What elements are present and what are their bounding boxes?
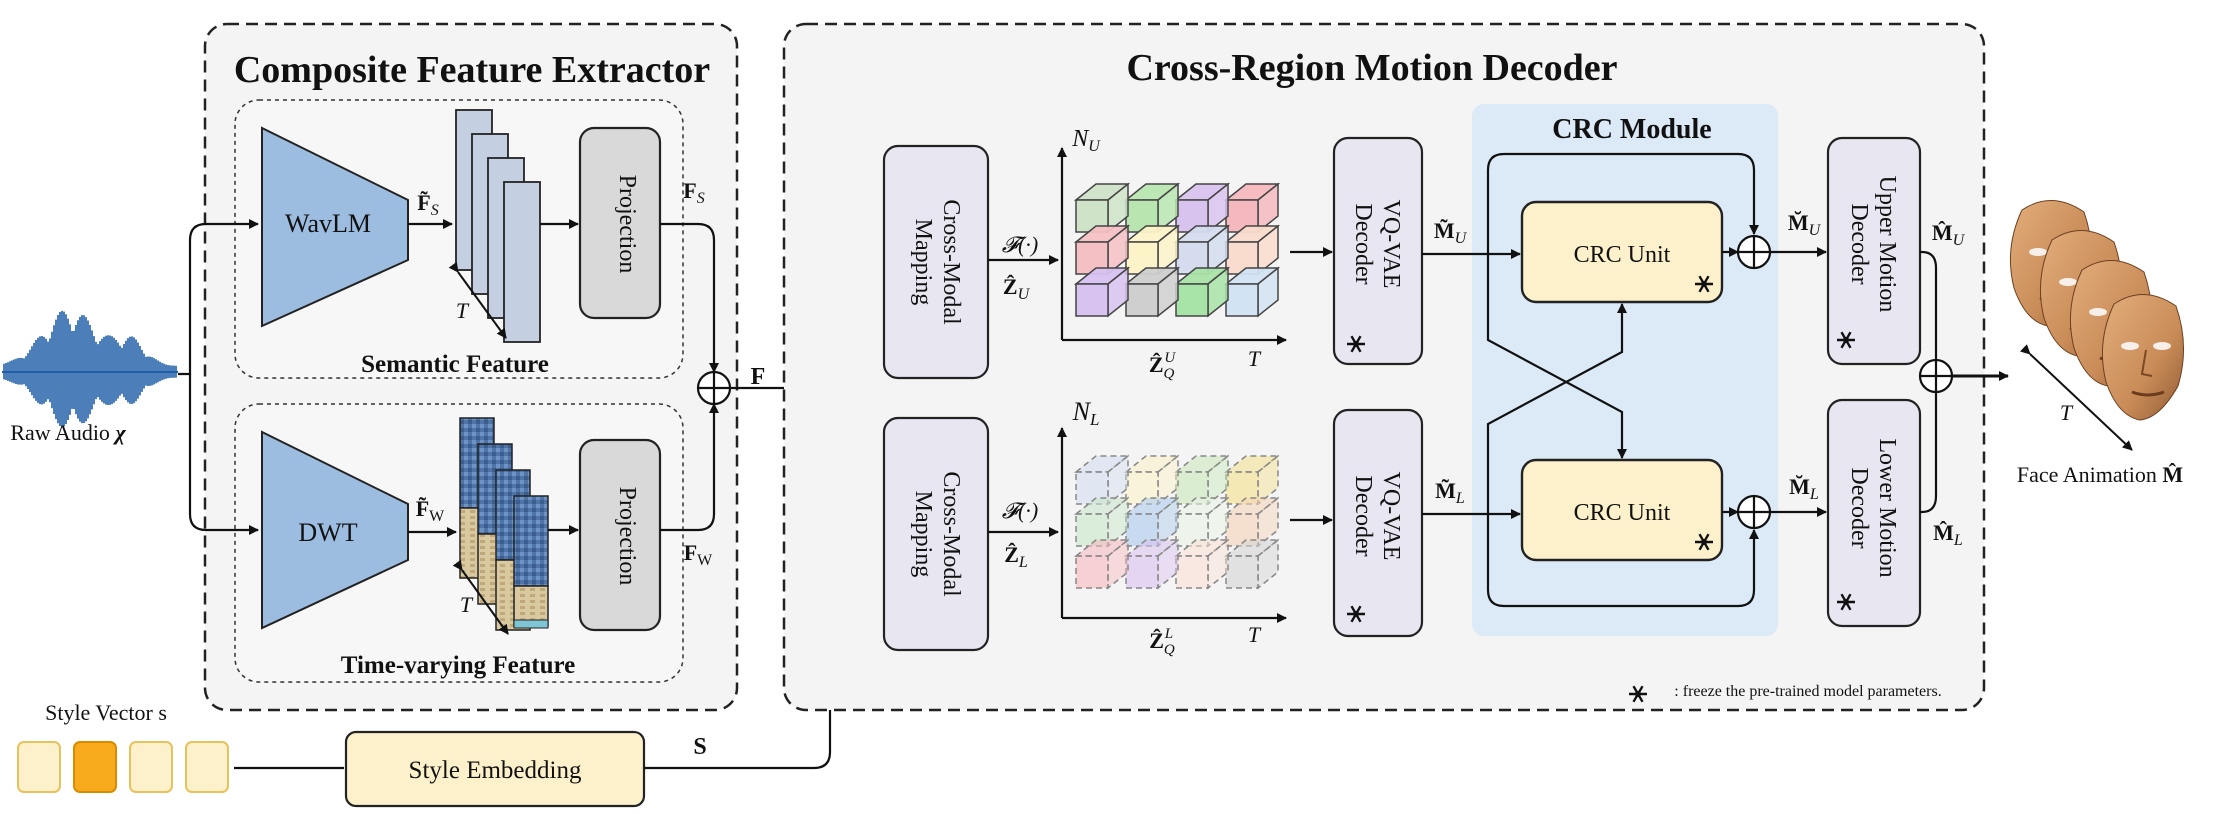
- composite-title: Composite Feature Extractor: [234, 49, 710, 91]
- fw-label: FW: [684, 540, 713, 569]
- codebook-cube: [1223, 538, 1281, 590]
- style-cell: [185, 741, 229, 793]
- style-cell: [129, 741, 173, 793]
- f-dot-lower: 𝓕(·): [1002, 498, 1038, 523]
- cross-modal-label: Cross-ModalMapping: [910, 471, 964, 597]
- zl-label: ẐL: [1004, 542, 1028, 571]
- snowflake-icon: [1837, 331, 1855, 349]
- t-label: T: [2060, 400, 2074, 425]
- fs-label: FS: [683, 178, 704, 207]
- style-vector-label: Style Vector s: [45, 700, 167, 725]
- zu-label: ẐU: [1003, 274, 1031, 303]
- ml-check-label: M̆L: [1789, 474, 1819, 503]
- raw-audio-waveform: [2, 310, 178, 428]
- feature-slab: [503, 181, 541, 343]
- zqu-label: ẐQU: [1149, 350, 1177, 382]
- upper-motion-decoder: [1826, 136, 1922, 366]
- projection-label: Projection: [614, 175, 640, 274]
- crc-unit-label: CRC Unit: [1574, 242, 1671, 268]
- output-sum-node: [1918, 358, 1954, 394]
- mu-check-label: M̆U: [1788, 210, 1822, 239]
- nl-label: NL: [1072, 397, 1100, 429]
- style-cell-active: [73, 741, 117, 793]
- t-axis-arrow: [448, 261, 507, 339]
- codebook-grid-lower: [1073, 454, 1281, 590]
- t-label: T: [456, 298, 470, 323]
- feature-sum-node: [696, 370, 732, 406]
- decoder-title: Cross-Region Motion Decoder: [1126, 47, 1617, 89]
- vqvae-decoder-upper: [1332, 136, 1424, 366]
- timevarying-feature-label: Time-varying Feature: [341, 652, 575, 679]
- dwt-label: DWT: [298, 518, 357, 547]
- crc-sum-node-lower: [1736, 494, 1772, 530]
- snowflake-icon: [1347, 605, 1365, 623]
- t-label: T: [460, 592, 474, 617]
- t-label: T: [1248, 346, 1262, 371]
- codebook-cube: [1123, 538, 1181, 590]
- fw-tilde-label: F̃W: [416, 496, 445, 525]
- vqvae-label: VQ-VAEDecoder: [1350, 200, 1404, 289]
- mu-tilde-label: M̃U: [1434, 218, 1468, 247]
- cross-modal-mapping-lower: [882, 416, 990, 652]
- style-vector: [17, 741, 229, 793]
- cross-modal-mapping-upper: [882, 144, 990, 380]
- codebook-cube: [1223, 224, 1281, 276]
- t-axis-arrow: [2020, 344, 2133, 451]
- freeze-note: : freeze the pre-trained model parameter…: [1674, 683, 1941, 700]
- t-axis-arrow: [452, 559, 509, 635]
- codebook-cube: [1223, 496, 1281, 548]
- s-label: S: [693, 734, 706, 760]
- mu-hat-label: M̂U: [1932, 220, 1966, 249]
- snowflake-icon: [1695, 533, 1713, 551]
- snowflake-icon: [1347, 335, 1365, 353]
- codebook-cube: [1123, 496, 1181, 548]
- codebook-cube: [1173, 266, 1231, 318]
- fs-tilde-label: F̃S: [417, 190, 438, 219]
- codebook-cube: [1123, 182, 1181, 234]
- codebook-cube: [1123, 266, 1181, 318]
- crc-sum-node-upper: [1736, 234, 1772, 270]
- snowflake-icon: [1629, 685, 1647, 703]
- raw-audio-label: Raw Audio χ: [10, 420, 126, 445]
- f-dot-upper: 𝓕(·): [1002, 232, 1038, 257]
- projection-block-timevarying: [578, 438, 662, 632]
- vqvae-label: VQ-VAEDecoder: [1350, 472, 1404, 561]
- projection-label: Projection: [614, 487, 640, 586]
- crc-unit-lower: [1520, 458, 1724, 562]
- crc-module-title: CRC Module: [1552, 114, 1711, 145]
- nu-label: NU: [1071, 126, 1101, 155]
- codebook-cube: [1073, 266, 1131, 318]
- upper-motion-label: Upper MotionDecoder: [1846, 176, 1900, 313]
- lower-motion-label: Lower MotionDecoder: [1846, 438, 1900, 577]
- crc-unit-label: CRC Unit: [1574, 500, 1671, 526]
- codebook-grid-upper: [1073, 182, 1281, 318]
- codebook-cube: [1073, 182, 1131, 234]
- codebook-cube: [1223, 182, 1281, 234]
- f-label: F: [751, 364, 766, 390]
- cross-modal-label: Cross-ModalMapping: [910, 199, 964, 325]
- zql-label: ẐQL: [1149, 626, 1175, 658]
- codebook-cube: [1073, 538, 1131, 590]
- face-animation-output: [2009, 200, 2184, 421]
- vqvae-decoder-lower: [1332, 408, 1424, 638]
- face-animation-label: Face Animation M̂: [2017, 462, 2183, 487]
- style-cell: [17, 741, 61, 793]
- t-label: T: [1248, 622, 1262, 647]
- codebook-cube: [1173, 538, 1231, 590]
- ml-hat-label: M̂L: [1933, 520, 1963, 549]
- face-mesh: [2101, 294, 2184, 421]
- wavlm-label: WavLM: [285, 209, 371, 238]
- ml-tilde-label: M̃L: [1435, 478, 1465, 507]
- style-embedding-label: Style Embedding: [409, 757, 582, 784]
- snowflake-icon: [1695, 275, 1713, 293]
- codebook-cube: [1073, 496, 1131, 548]
- dwt-block: [261, 430, 409, 630]
- snowflake-icon: [1837, 593, 1855, 611]
- lower-motion-decoder: [1826, 398, 1922, 628]
- semantic-feature-label: Semantic Feature: [361, 351, 549, 378]
- wavlm-block: [261, 126, 409, 328]
